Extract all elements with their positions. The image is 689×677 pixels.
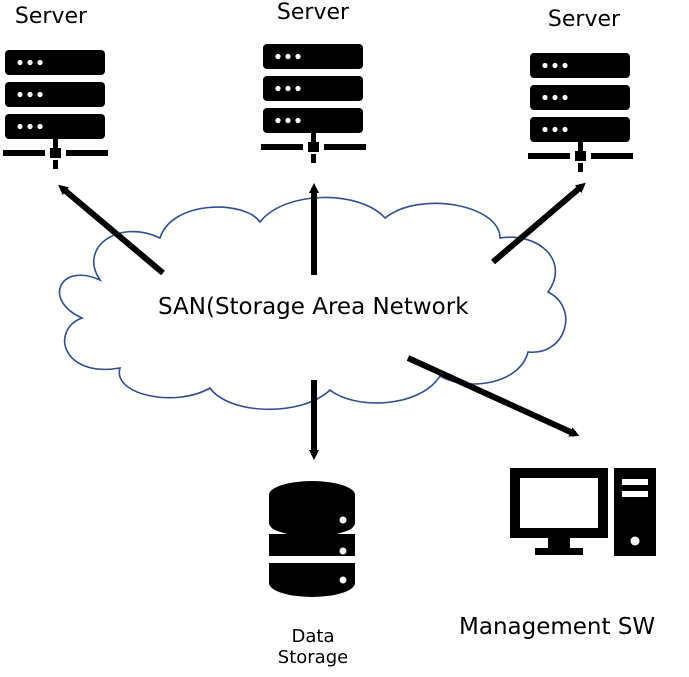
- san-network-label: SAN(Storage Area Network: [158, 294, 469, 320]
- database-icon: [268, 481, 356, 597]
- management-sw-label: Management SW: [459, 614, 656, 640]
- arrow-to-server-right: [491, 182, 586, 265]
- san-cloud: [58, 196, 567, 411]
- server-icon-center: [261, 44, 366, 163]
- server-label-center: Server: [276, 0, 350, 25]
- server-icon-left: [3, 50, 108, 169]
- server-label-right: Server: [547, 7, 621, 32]
- arrow-to-server-left: [58, 184, 165, 276]
- data-storage-label-line2: Storage: [277, 646, 349, 668]
- data-storage-label-line1: Data: [291, 626, 335, 647]
- server-icon-right: [528, 53, 633, 172]
- arrow-to-management: [406, 355, 580, 437]
- server-label-left: Server: [14, 4, 88, 29]
- desktop-computer-icon: [510, 468, 656, 556]
- data-storage-label: Data Storage: [260, 626, 366, 668]
